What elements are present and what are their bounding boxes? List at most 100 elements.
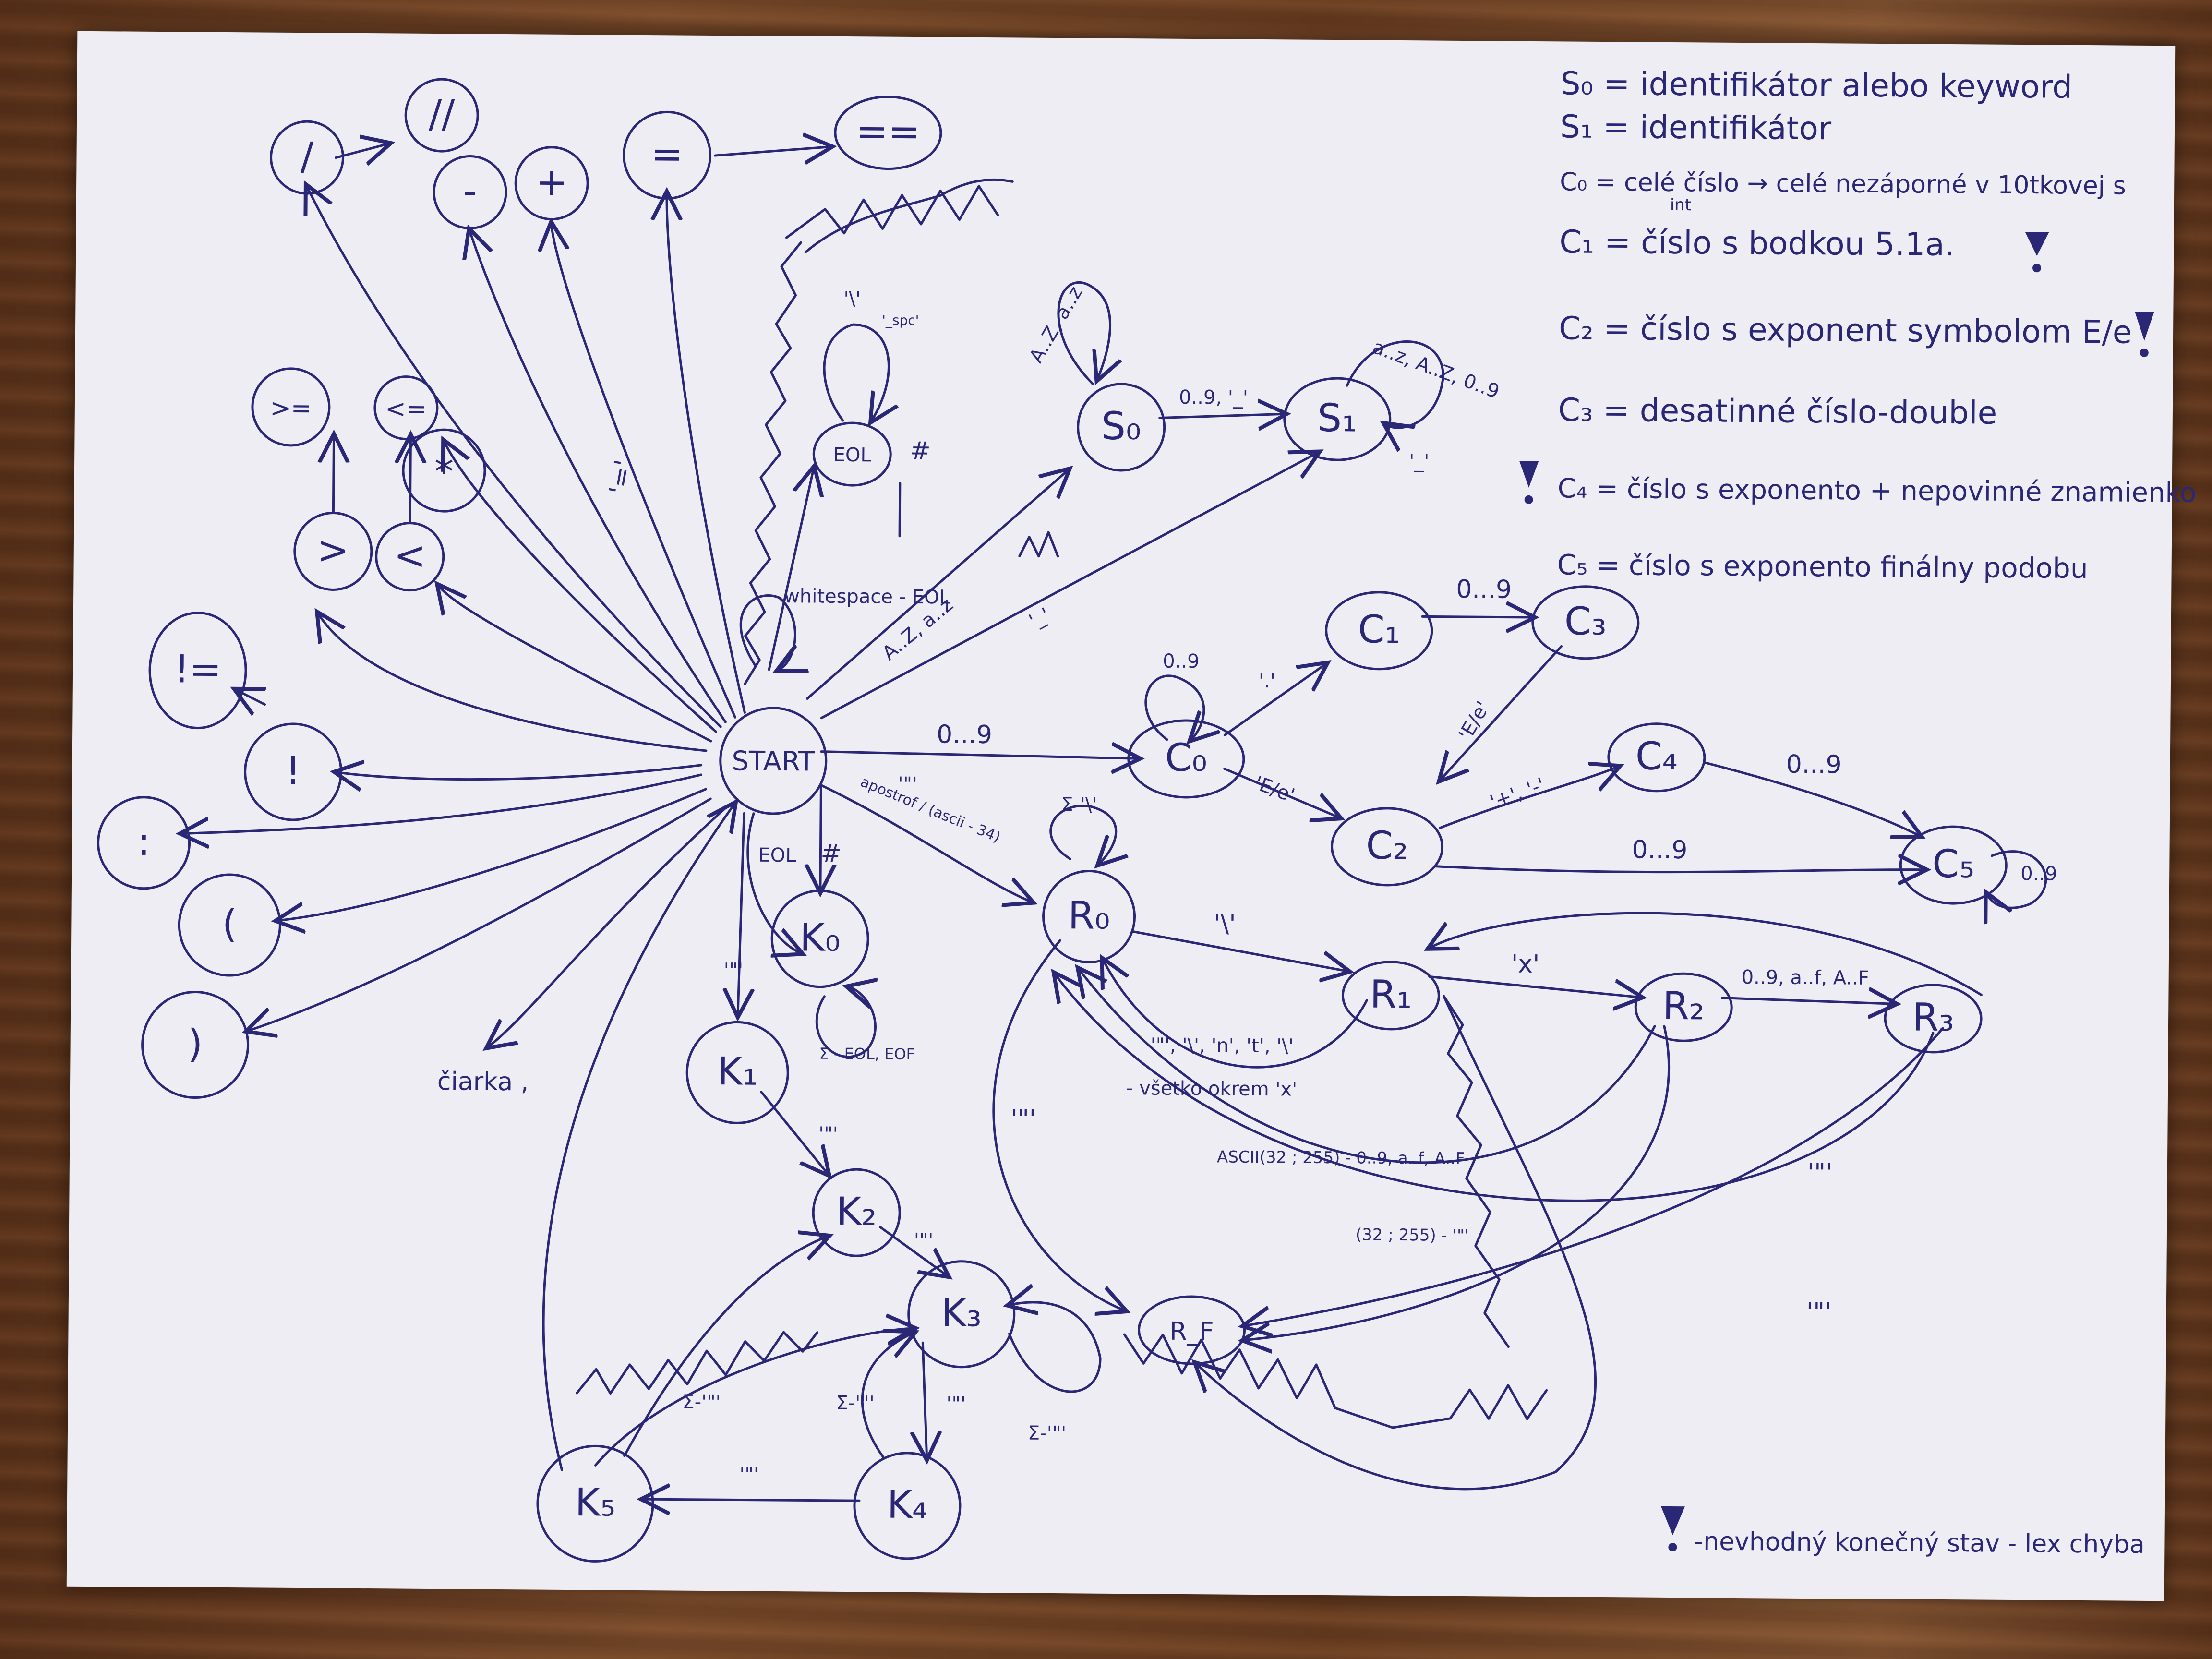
edge-c0-c1 xyxy=(1223,663,1326,737)
state-neq xyxy=(148,612,247,730)
edge-s1-loop xyxy=(1346,340,1444,428)
label-s1: S₁ xyxy=(1317,396,1358,441)
edge-label-r2-back: ASCII(32 ; 255) - 0..9, a..f, A..F xyxy=(1217,1147,1465,1168)
label-start: START xyxy=(732,745,815,777)
state-rparen xyxy=(141,991,250,1099)
label-colon: : xyxy=(137,819,151,864)
edge-c4-c5 xyxy=(1703,761,1921,836)
state-eq xyxy=(834,96,942,170)
edge-start-s1 xyxy=(820,449,1318,720)
edge-start-s0 xyxy=(806,468,1068,700)
edge-label-start-k0: # xyxy=(820,840,842,868)
edge-r2-r3 xyxy=(1720,998,1895,1004)
edge-r2-rf xyxy=(1244,1025,1671,1343)
paper-sheet: / // - + = == >= <= * > < != ! : ( ) čia… xyxy=(66,31,2196,1601)
edge-label-eol-hash: # xyxy=(910,437,931,466)
edge-start-mul xyxy=(442,442,717,733)
label-eol: EOL xyxy=(833,444,872,467)
edge-label-c2-c4: '+', '-' xyxy=(1487,774,1548,814)
edge-label-r1-back: '"', '\', 'n', 't', '\' xyxy=(1151,1034,1294,1057)
state-c1 xyxy=(1325,591,1433,671)
state-labels: / // - + = == >= <= * > < != ! : ( ) čia… xyxy=(137,92,1975,1527)
edge-c0-loop xyxy=(1144,674,1204,740)
label-neq: != xyxy=(174,647,222,692)
edge-r0-loop xyxy=(1049,804,1116,864)
warning-icon xyxy=(2025,232,2049,273)
state-r3 xyxy=(1884,984,1983,1054)
scribble-3 xyxy=(1123,1333,1548,1429)
edge-c3-c2 xyxy=(1441,645,1563,781)
edge-k3-k4 xyxy=(922,1341,928,1458)
edge-label-s1-loop: a..z, A..Z, 0..9 xyxy=(1370,336,1502,403)
edge-label-s0-s1: 0..9, '_' xyxy=(1179,386,1248,409)
warning-icon xyxy=(2135,312,2154,357)
label-rf: R_F xyxy=(1169,1317,1214,1346)
label-ciarka: čiarka , xyxy=(437,1067,529,1096)
state-c4 xyxy=(1607,722,1706,793)
label-c4: C₄ xyxy=(1635,733,1678,779)
edge-start-colon xyxy=(182,773,703,837)
edge-label-c3-c2: 'E/e' xyxy=(1455,697,1494,744)
edge-start-r0 xyxy=(819,784,1033,902)
legend-footnote: -nevhodný konečný stav - lex chyba xyxy=(1694,1527,2145,1559)
state-k2 xyxy=(812,1168,901,1257)
edge-r2-r0 xyxy=(1078,969,1656,1164)
state-k4 xyxy=(853,1452,962,1560)
state-eol xyxy=(812,421,892,487)
state-colon xyxy=(97,796,191,890)
legend-line-2: S₁ = identifikátor xyxy=(1560,108,1832,147)
label-c3: C₃ xyxy=(1564,599,1607,644)
edge-label-start-whitespace: whitespace - EOL xyxy=(784,585,950,608)
state-comment xyxy=(404,78,479,153)
edge-label-c4-c5: 0...9 xyxy=(1786,750,1842,780)
edge-start-k0 xyxy=(820,784,821,891)
edge-label-c0-c2: 'E/e' xyxy=(1251,772,1298,807)
edge-label-r2-r3: 0..9, a..f, A..F xyxy=(1742,966,1870,989)
label-r1: R₁ xyxy=(1370,972,1412,1017)
state-c3 xyxy=(1531,585,1640,660)
label-c2: C₂ xyxy=(1366,823,1408,868)
state-diagram: / // - + = == >= <= * > < != ! : ( ) čia… xyxy=(97,65,2196,1563)
edge-label-r1-back2: - všetko okrem 'x' xyxy=(1126,1077,1297,1100)
edge-label-r1-r2: 'x' xyxy=(1511,950,1540,979)
state-k3 xyxy=(907,1260,1016,1369)
label-r0: R₀ xyxy=(1068,893,1110,938)
edge-r1-rf-long xyxy=(1195,995,1597,1491)
label-k0: K₀ xyxy=(800,915,841,960)
edge-c1-c3 xyxy=(1421,616,1533,617)
state-r1 xyxy=(1341,961,1440,1031)
edge-k0-start-eol xyxy=(746,812,802,953)
state-plus xyxy=(514,146,589,221)
edge-start-assign xyxy=(663,193,746,714)
edge-start-lt xyxy=(437,586,712,743)
edge-start-rparen xyxy=(248,797,712,1034)
edge-label-rf-in2: '"' xyxy=(1807,1158,1833,1187)
edge-label-rf-in3: '"' xyxy=(1806,1298,1832,1326)
state-ge xyxy=(251,367,331,447)
edge-start-gt xyxy=(317,613,708,752)
edge-start-not xyxy=(337,763,703,781)
edge-label-c2-c5: 0...9 xyxy=(1632,835,1687,865)
edge-start-lparen xyxy=(277,788,707,924)
label-comment: // xyxy=(429,92,455,136)
edge-gt-ge xyxy=(333,436,334,515)
edge-c2-c4 xyxy=(1439,766,1618,830)
edge-assign-eq xyxy=(714,146,830,156)
edge-k0-loop xyxy=(815,987,876,1058)
edge-label-start-r0-q: '"' xyxy=(898,773,917,795)
state-minus xyxy=(433,155,507,230)
scribble-4 xyxy=(1442,995,1510,1348)
edge-r1-r0 xyxy=(1102,960,1368,1069)
label-k2: K₂ xyxy=(836,1189,877,1234)
state-r2 xyxy=(1634,972,1733,1042)
edge-label-k3-loop: Σ-'"' xyxy=(1028,1422,1066,1445)
state-k1 xyxy=(685,1021,789,1124)
edge-label-c0-loop: 0..9 xyxy=(1163,650,1200,673)
edge-r3-rf xyxy=(1245,1027,1944,1331)
edge-label-k4-k5: '"' xyxy=(739,1463,759,1485)
legend: S₀ = identifikátor alebo keyword S₁ = id… xyxy=(1519,65,2196,1559)
state-c0 xyxy=(1127,719,1245,799)
state-rf xyxy=(1138,1295,1246,1365)
state-not xyxy=(244,722,343,821)
states xyxy=(97,78,2008,1563)
